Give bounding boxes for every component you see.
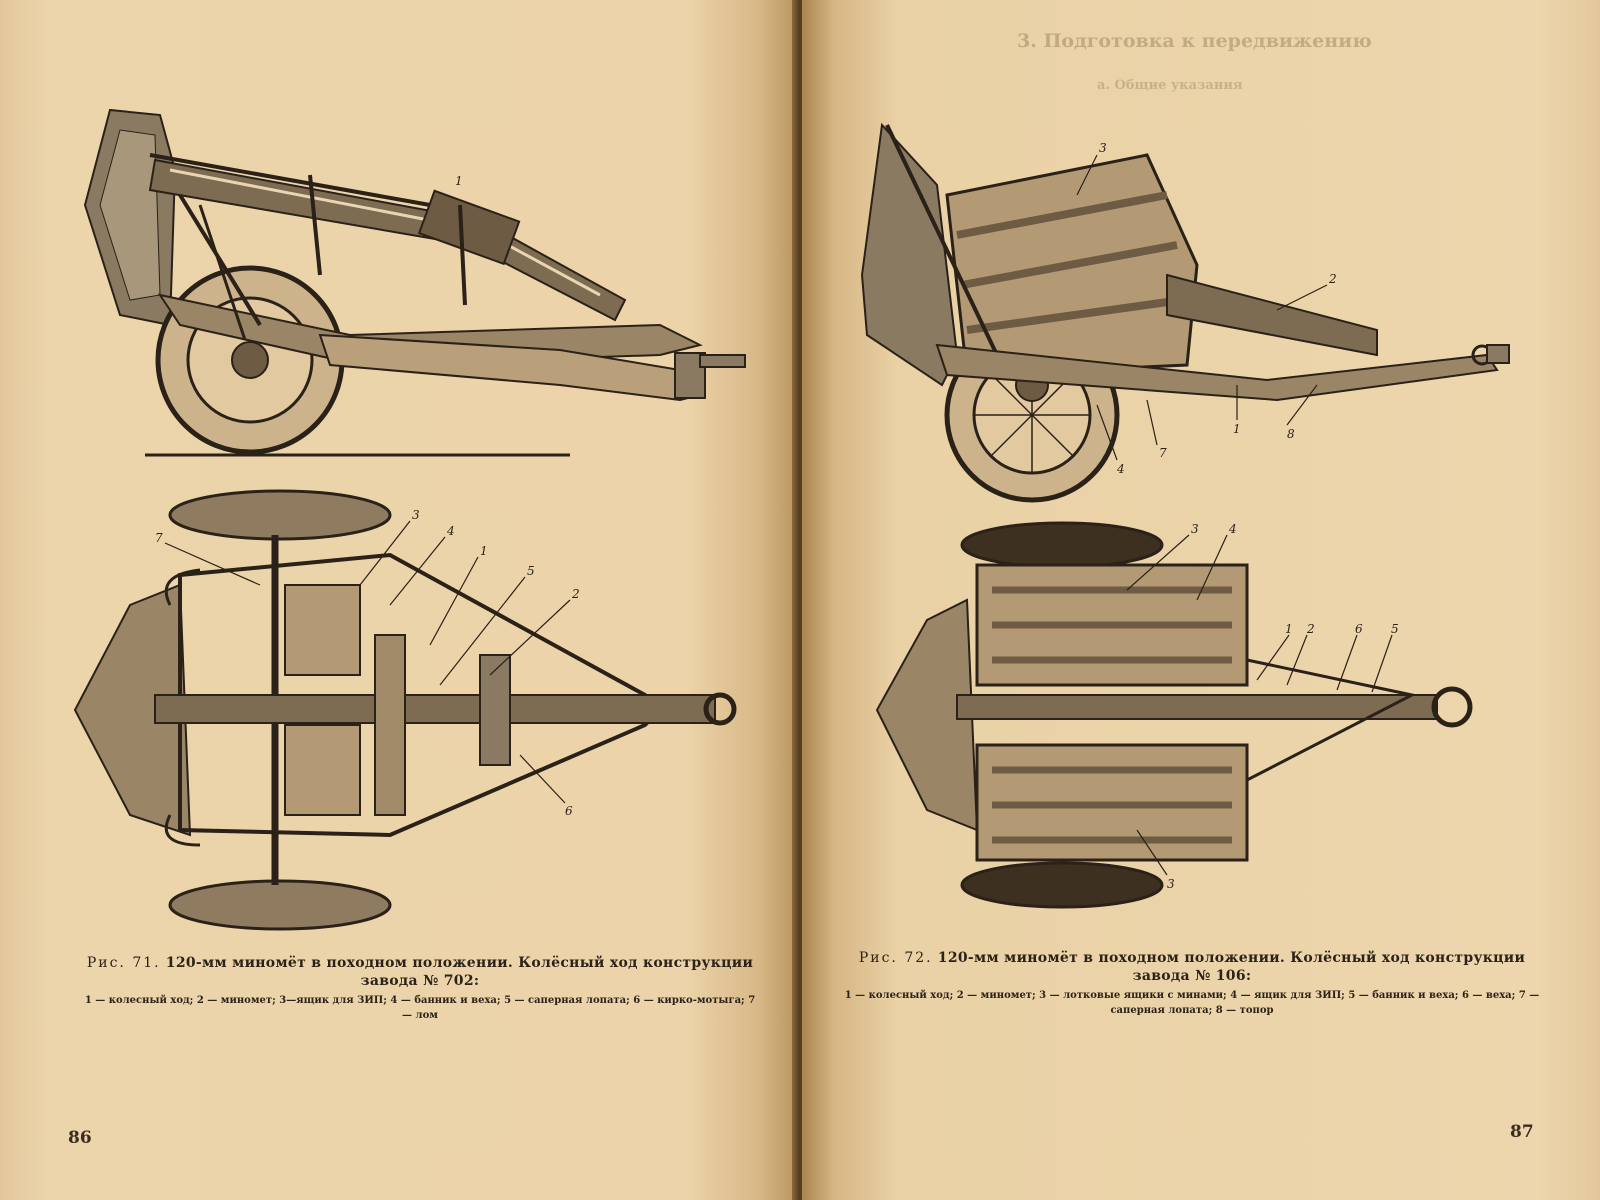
figure-71-title: Рис. 71. 120-мм миномёт в походном полож… xyxy=(80,955,760,990)
callout-label: 8 xyxy=(1287,427,1295,441)
figure-71-caption: Рис. 71. 120-мм миномёт в походном полож… xyxy=(80,955,760,1023)
callout-label: 1 xyxy=(455,174,463,188)
callout-label: 4 xyxy=(1228,522,1237,536)
callout-label: 3 xyxy=(1099,141,1107,155)
figure-72-caption: Рис. 72. 120-мм миномёт в походном полож… xyxy=(842,950,1542,1018)
figure-71-legend: 1 — колесный ход; 2 — миномет; 3—ящик дл… xyxy=(84,995,756,1021)
figure-71-title-text: 120-мм миномёт в походном положении. Кол… xyxy=(165,955,754,989)
figure-72-title: Рис. 72. 120-мм миномёт в походном полож… xyxy=(842,950,1542,985)
mortar-side-view-drawing: 1 xyxy=(83,108,746,457)
callout-label: 4 xyxy=(1116,462,1125,476)
figure-72-side-view: 3 2 7 1 8 4 xyxy=(847,115,1547,505)
show-through-subheading: а. Общие указания xyxy=(1097,78,1243,93)
right-page: 3. Подготовка к передвижению а. Общие ук… xyxy=(802,0,1600,1200)
mortar-top-view-drawing: 3 4 1 2 6 5 3 xyxy=(875,521,1473,909)
callout-label: 5 xyxy=(1391,622,1399,636)
callout-label: 6 xyxy=(565,804,573,818)
callout-label: 1 xyxy=(480,544,488,558)
page-number-right: 87 xyxy=(1510,1122,1534,1142)
callout-label: 5 xyxy=(527,564,535,578)
page-number-left: 86 xyxy=(68,1128,92,1148)
figure-71-top-view: 7 3 4 1 5 2 6 xyxy=(60,485,760,935)
callout-label: 2 xyxy=(571,587,580,601)
figure-72-top-view: 3 4 1 2 6 5 3 xyxy=(867,520,1547,930)
callout-label: 2 xyxy=(1306,622,1315,636)
callout-label: 4 xyxy=(446,524,455,538)
mortar-side-view-drawing: 3 2 7 1 8 4 xyxy=(860,122,1510,503)
callout-label: 1 xyxy=(1233,422,1241,436)
figure-72-lead: Рис. 72. xyxy=(858,950,933,966)
figure-72-title-text: 120-мм миномёт в походном положении. Кол… xyxy=(937,950,1526,984)
show-through-heading: 3. Подготовка к передвижению xyxy=(1017,30,1372,52)
callout-label: 3 xyxy=(412,508,420,522)
callout-label: 7 xyxy=(155,531,163,545)
figure-71-side-view: 1 xyxy=(60,95,760,475)
figure-72-legend: 1 — колесный ход; 2 — миномет; 3 — лотко… xyxy=(844,990,1540,1016)
callout-label: 2 xyxy=(1328,272,1337,286)
callout-label: 3 xyxy=(1167,877,1175,891)
figure-71-lead: Рис. 71. xyxy=(86,955,161,971)
callout-label: 3 xyxy=(1191,522,1199,536)
mortar-top-view-drawing: 7 3 4 1 5 2 6 xyxy=(73,489,737,931)
callout-label: 7 xyxy=(1159,446,1167,460)
callout-label: 1 xyxy=(1285,622,1293,636)
callout-label: 6 xyxy=(1355,622,1363,636)
left-page: 1 xyxy=(0,0,798,1200)
